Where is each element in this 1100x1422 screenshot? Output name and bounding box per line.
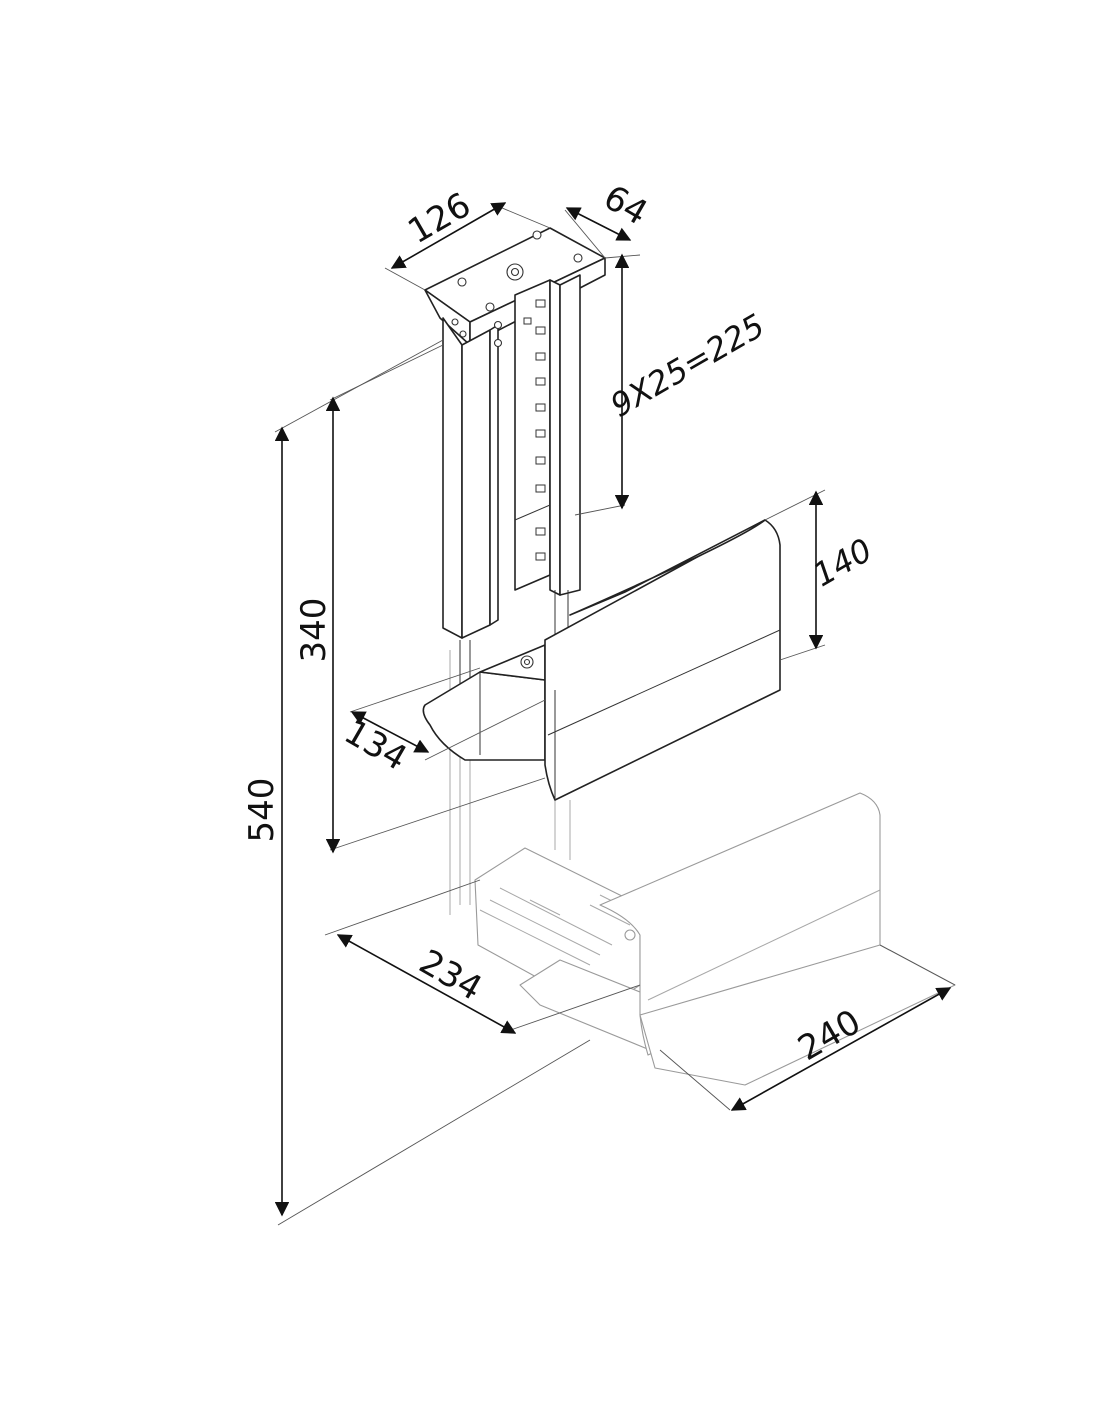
label-340: 340 [294,598,334,663]
label-140: 140 [807,531,879,594]
label-64: 64 [597,177,654,233]
label-234: 234 [412,942,488,1009]
adjustment-slots [523,299,546,561]
dim-line-126 [390,202,507,269]
dim-line-234 [336,934,517,1034]
label-9x25-225: 9X25=225 [604,306,771,424]
vertical-rail-adjustable [514,274,581,640]
dim-line-240 [730,987,952,1111]
dim-line-64 [565,207,632,241]
label-134: 134 [337,712,413,779]
lowered-holder-ghost [449,650,956,1086]
vertical-rail-outer [442,317,503,639]
extension-lines [274,204,956,1226]
dim-line-134 [350,711,430,753]
dimension-lines [274,202,952,1217]
label-126: 126 [401,185,477,252]
upper-holder-shelf [422,519,781,801]
label-540: 540 [242,778,282,843]
